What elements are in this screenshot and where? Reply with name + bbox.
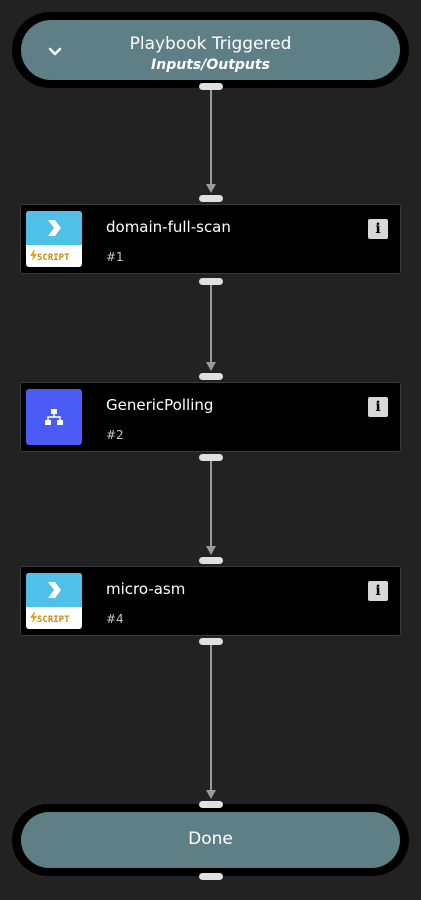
task-id: #2: [106, 428, 124, 442]
arrow-head: [206, 184, 216, 193]
info-icon[interactable]: i: [368, 219, 388, 239]
script-icon: SCRIPT: [26, 211, 82, 267]
task-id: #1: [106, 250, 124, 264]
task-node-micro-asm[interactable]: SCRIPT micro-asm #4 i: [20, 566, 401, 636]
task-id: #4: [106, 612, 124, 626]
info-icon[interactable]: i: [368, 581, 388, 601]
lightning-icon: [30, 250, 37, 261]
sub-playbook-icon: [26, 389, 82, 445]
done-node[interactable]: Done: [12, 804, 409, 876]
task-input-port[interactable]: [199, 195, 223, 202]
script-label: SCRIPT: [30, 250, 80, 263]
chevron-right-icon: [48, 220, 61, 236]
task-node-domain-full-scan[interactable]: SCRIPT domain-full-scan #1 i: [20, 204, 401, 274]
playbook-triggered-pill: Playbook Triggered Inputs/Outputs: [21, 20, 400, 80]
arrow-head: [206, 790, 216, 799]
task-output-port[interactable]: [199, 278, 223, 285]
chevron-down-icon[interactable]: [48, 46, 62, 58]
task-input-port[interactable]: [199, 557, 223, 564]
lightning-icon: [30, 612, 37, 623]
connector-line: [210, 90, 212, 186]
playbook-triggered-node[interactable]: Playbook Triggered Inputs/Outputs: [12, 12, 409, 88]
connector-line: [210, 645, 212, 793]
done-title: Done: [188, 829, 233, 849]
arrow-head: [206, 362, 216, 371]
chevron-right-icon: [48, 582, 61, 598]
script-label: SCRIPT: [30, 612, 80, 625]
info-icon[interactable]: i: [368, 397, 388, 417]
done-input-port[interactable]: [199, 801, 223, 808]
arrow-head: [206, 546, 216, 555]
script-label-text: SCRIPT: [37, 253, 70, 263]
task-output-port[interactable]: [199, 638, 223, 645]
task-title: micro-asm: [106, 580, 186, 598]
start-output-port[interactable]: [199, 83, 223, 90]
start-title: Playbook Triggered: [129, 34, 292, 54]
script-label-text: SCRIPT: [37, 615, 70, 625]
inputs-outputs-link[interactable]: Inputs/Outputs: [151, 57, 270, 73]
task-title: domain-full-scan: [106, 218, 231, 236]
task-title: GenericPolling: [106, 396, 214, 414]
connector-line: [210, 285, 212, 365]
done-pill: Done: [21, 812, 400, 868]
done-output-port[interactable]: [199, 873, 223, 880]
task-node-genericpolling[interactable]: GenericPolling #2 i: [20, 382, 401, 452]
task-output-port[interactable]: [199, 454, 223, 461]
connector-line: [210, 461, 212, 549]
task-input-port[interactable]: [199, 373, 223, 380]
hierarchy-icon: [45, 409, 63, 425]
script-icon: SCRIPT: [26, 573, 82, 629]
